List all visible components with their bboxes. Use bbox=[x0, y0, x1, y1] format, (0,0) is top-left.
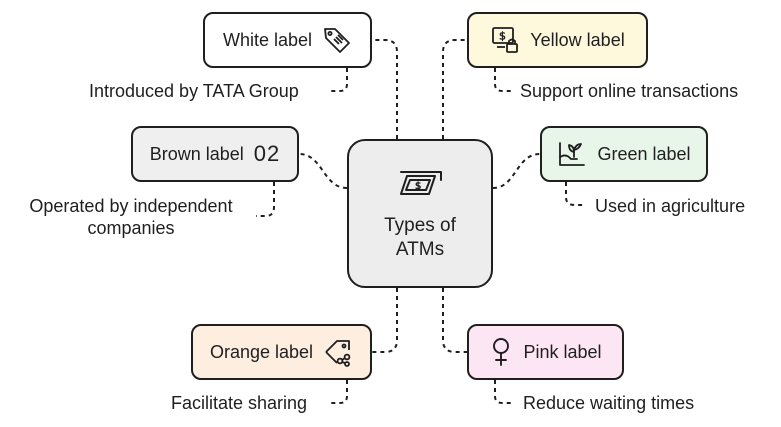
online-payment-icon: $ bbox=[490, 25, 520, 55]
connector-orange-desc bbox=[331, 380, 348, 404]
share-tag-icon bbox=[323, 337, 353, 367]
orange-label-description: Facilitate sharing bbox=[171, 393, 308, 413]
brown-label-badge: 02 bbox=[253, 141, 281, 166]
connector-center-pink bbox=[442, 288, 467, 353]
yellow-label-text: Yellow label bbox=[530, 29, 625, 50]
brown-label-description: Operated by independent companies bbox=[29, 196, 233, 238]
connector-center-green bbox=[492, 153, 541, 189]
connector-brown-desc bbox=[256, 182, 275, 217]
price-tag-icon bbox=[322, 25, 352, 55]
center-title: Types of ATMs bbox=[384, 214, 456, 260]
white-label-node: White label bbox=[203, 12, 372, 68]
pink-label-text: Pink label bbox=[523, 341, 602, 362]
connector-center-brown bbox=[298, 153, 348, 189]
brown-label-node: Brown label 02 bbox=[131, 126, 299, 182]
connector-center-yellow bbox=[442, 39, 467, 139]
connector-white-desc bbox=[331, 68, 348, 92]
brown-label-text: Brown label bbox=[149, 143, 244, 164]
white-label-description: Introduced by TATA Group bbox=[89, 81, 299, 101]
svg-text:$: $ bbox=[415, 181, 421, 192]
orange-label-text: Orange label bbox=[209, 341, 314, 362]
connector-center-white bbox=[372, 39, 398, 139]
svg-text:$: $ bbox=[499, 30, 506, 43]
connector-pink-desc bbox=[494, 380, 512, 404]
female-symbol-icon bbox=[489, 337, 513, 367]
connector-green-desc bbox=[565, 182, 585, 206]
green-label-node: Green label bbox=[540, 126, 708, 182]
plant-hand-icon bbox=[557, 139, 587, 169]
atm-card-icon: $ bbox=[395, 166, 445, 200]
yellow-label-description: Support online transactions bbox=[520, 81, 739, 101]
yellow-label-node: $ Yellow label bbox=[467, 12, 648, 68]
orange-label-node: Orange label bbox=[191, 324, 372, 380]
connector-yellow-desc bbox=[494, 68, 512, 92]
center-node: $ Types of ATMs bbox=[347, 139, 493, 288]
connector-center-orange bbox=[372, 288, 398, 353]
white-label-text: White label bbox=[222, 29, 313, 50]
green-label-description: Used in agriculture bbox=[595, 196, 746, 216]
green-label-text: Green label bbox=[597, 143, 691, 164]
pink-label-node: Pink label bbox=[467, 324, 624, 380]
pink-label-description: Reduce waiting times bbox=[523, 393, 695, 413]
